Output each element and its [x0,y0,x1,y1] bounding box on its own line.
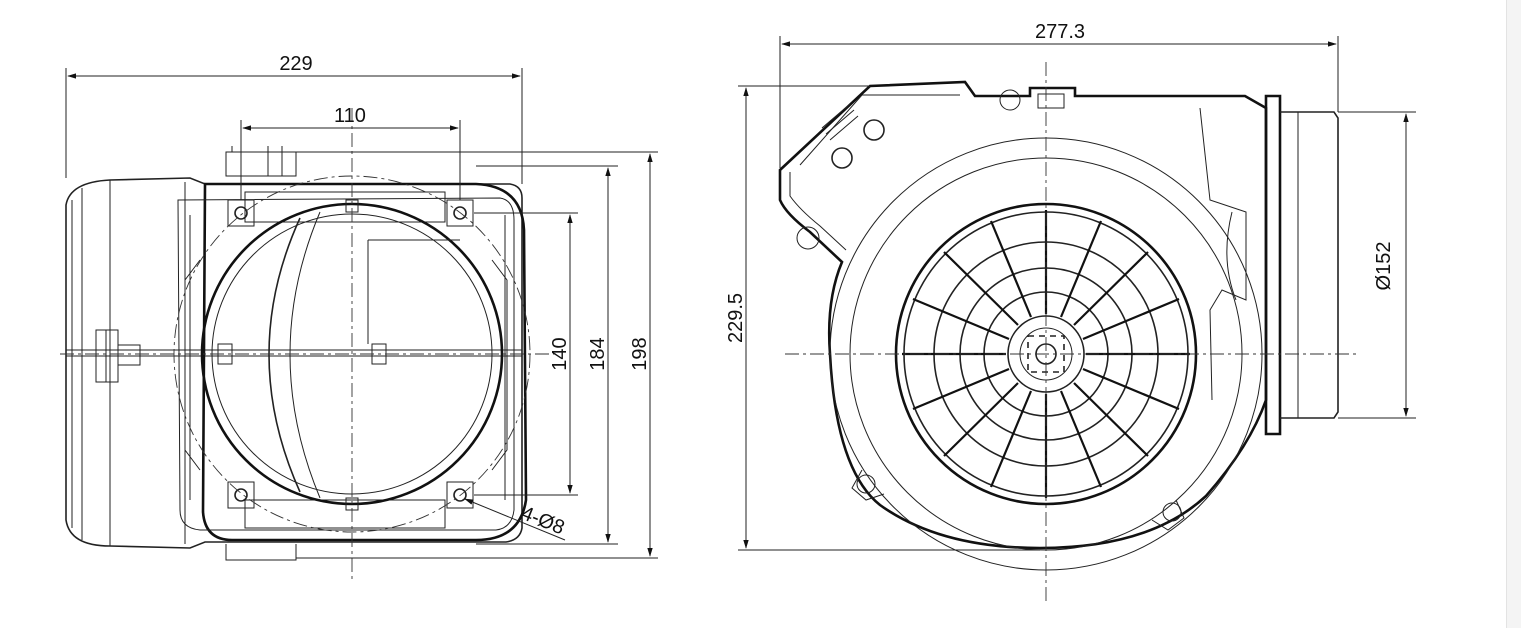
front-flange [201,182,528,542]
mounting-holes [227,199,474,509]
dim-front-flange-height: 184 [587,337,609,370]
front-housing-outline [65,177,523,549]
dim-front-hole-height: 140 [549,337,571,370]
dim-front-width: 229 [279,53,312,75]
front-view: 229 110 140 184 198 4-Ø8 [60,53,658,580]
side-housing-outline [778,80,1268,550]
dim-front-holes: 4-Ø8 [518,502,567,539]
side-outlet-flange [1264,94,1282,436]
scroll-edge [1506,0,1521,628]
dim-side-width: 277.3 [1035,21,1085,43]
dim-side-height: 229.5 [725,293,747,343]
dim-front-height: 198 [629,337,651,370]
dim-front-hole-width: 110 [334,105,366,127]
dim-side-outlet-diameter: Ø152 [1373,242,1395,291]
side-view: 277.3 229.5 Ø152 [725,21,1416,602]
